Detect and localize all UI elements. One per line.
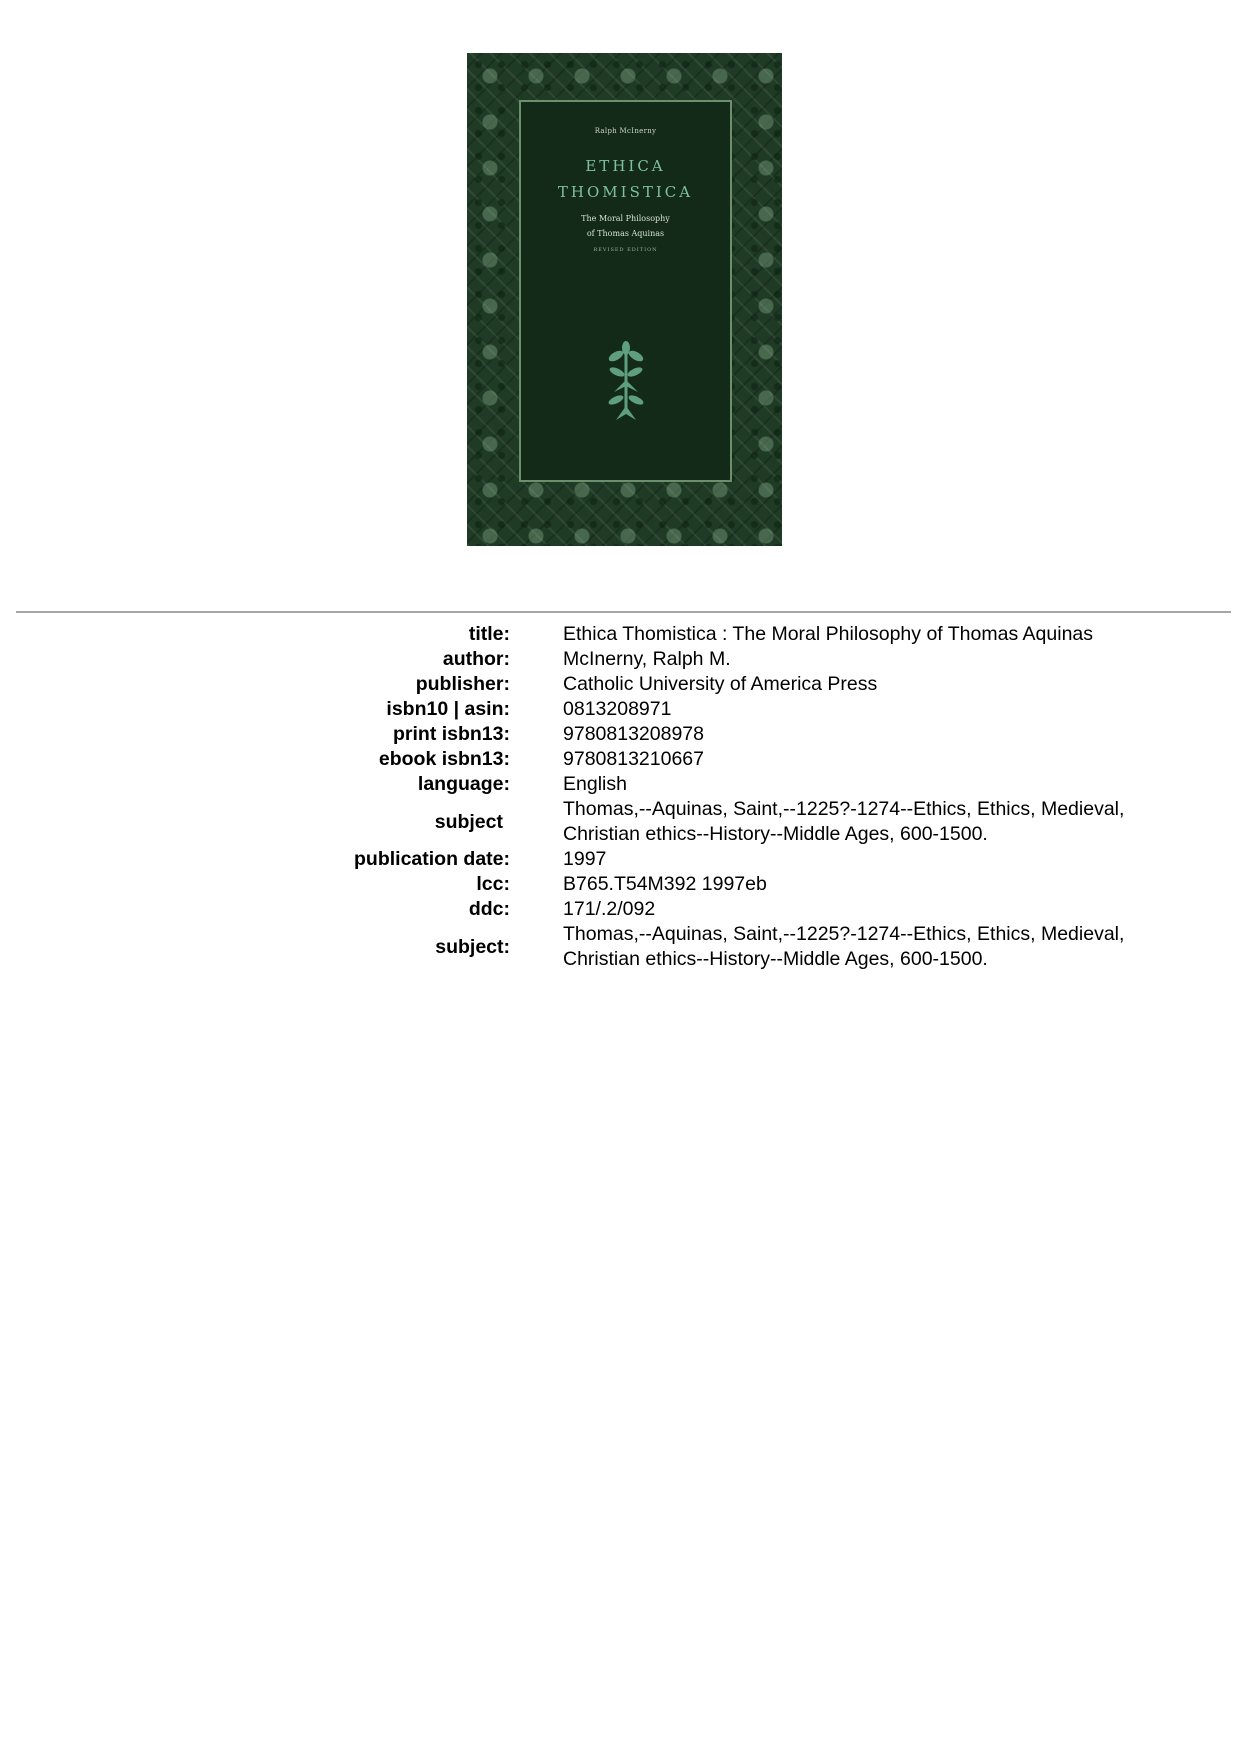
subject-2-value-line2: Christian ethics--History--Middle Ages, … xyxy=(563,948,988,970)
metadata-row-author: author: McInerny, Ralph M. xyxy=(0,647,1240,672)
publication-date-value: 1997 xyxy=(563,848,607,870)
metadata-row-isbn10: isbn10 | asin: 0813208971 xyxy=(0,697,1240,722)
section-divider xyxy=(16,611,1231,613)
cover-subtitle-line1: The Moral Philosophy xyxy=(581,214,670,223)
cover-edition: REVISED EDITION xyxy=(593,247,658,253)
subject-value: Thomas,--Aquinas, Saint,--1225?-1274--Et… xyxy=(563,797,1203,847)
isbn10-value: 0813208971 xyxy=(563,698,672,720)
book-cover-image: Ralph McInerny ETHICA THOMISTICA The Mor… xyxy=(467,53,782,546)
cover-author: Ralph McInerny xyxy=(594,127,657,135)
publisher-label: publisher: xyxy=(415,673,510,695)
subject-2-value: Thomas,--Aquinas, Saint,--1225?-1274--Et… xyxy=(563,922,1203,972)
isbn10-label: isbn10 | asin: xyxy=(386,698,510,720)
subject-2-value-line1: Thomas,--Aquinas, Saint,--1225?-1274--Et… xyxy=(563,923,1125,945)
ddc-label: ddc: xyxy=(468,898,510,920)
cover-title: ETHICA THOMISTICA xyxy=(521,153,730,205)
metadata-row-subject: subject Thomas,--Aquinas, Saint,--1225?-… xyxy=(0,797,1240,847)
publisher-value: Catholic University of America Press xyxy=(563,673,878,695)
author-label: author: xyxy=(442,648,510,670)
metadata-row-ebook-isbn13: ebook isbn13: 9780813210667 xyxy=(0,747,1240,772)
metadata-row-ddc: ddc: 171/.2/092 xyxy=(0,897,1240,922)
subject-value-line2: Christian ethics--History--Middle Ages, … xyxy=(563,823,988,845)
book-metadata: title: Ethica Thomistica : The Moral Phi… xyxy=(0,622,1240,972)
subject-2-label: subject: xyxy=(435,935,510,958)
subject-value-line1: Thomas,--Aquinas, Saint,--1225?-1274--Et… xyxy=(563,798,1125,820)
publication-date-label: publication date: xyxy=(354,848,510,870)
author-value: McInerny, Ralph M. xyxy=(563,648,731,670)
print-isbn13-value: 9780813208978 xyxy=(563,723,704,745)
ebook-isbn13-label: ebook isbn13: xyxy=(378,748,510,770)
cover-subtitle-line2: of Thomas Aquinas xyxy=(586,229,665,238)
floral-ornament-icon xyxy=(604,340,648,429)
metadata-row-publication-date: publication date: 1997 xyxy=(0,847,1240,872)
metadata-row-language: language: English xyxy=(0,772,1240,797)
ddc-value: 171/.2/092 xyxy=(563,898,656,920)
subject-label: subject xyxy=(434,810,503,833)
ebook-isbn13-value: 9780813210667 xyxy=(563,748,704,770)
metadata-row-lcc: lcc: B765.T54M392 1997eb xyxy=(0,872,1240,897)
lcc-label: lcc: xyxy=(476,873,510,895)
metadata-row-print-isbn13: print isbn13: 9780813208978 xyxy=(0,722,1240,747)
title-value: Ethica Thomistica : The Moral Philosophy… xyxy=(563,623,1094,645)
cover-title-line2: THOMISTICA xyxy=(557,183,694,201)
lcc-value: B765.T54M392 1997eb xyxy=(563,873,767,895)
cover-subtitle: The Moral Philosophy of Thomas Aquinas xyxy=(521,211,730,241)
print-isbn13-label: print isbn13: xyxy=(392,723,510,745)
metadata-row-title: title: Ethica Thomistica : The Moral Phi… xyxy=(0,622,1240,647)
metadata-row-publisher: publisher: Catholic University of Americ… xyxy=(0,672,1240,697)
cover-center-panel: Ralph McInerny ETHICA THOMISTICA The Mor… xyxy=(519,100,732,482)
metadata-row-subject-2: subject: Thomas,--Aquinas, Saint,--1225?… xyxy=(0,922,1240,972)
language-label: language: xyxy=(417,773,510,795)
language-value: English xyxy=(563,773,627,795)
cover-title-line1: ETHICA xyxy=(585,157,666,175)
title-label: title: xyxy=(468,623,510,645)
